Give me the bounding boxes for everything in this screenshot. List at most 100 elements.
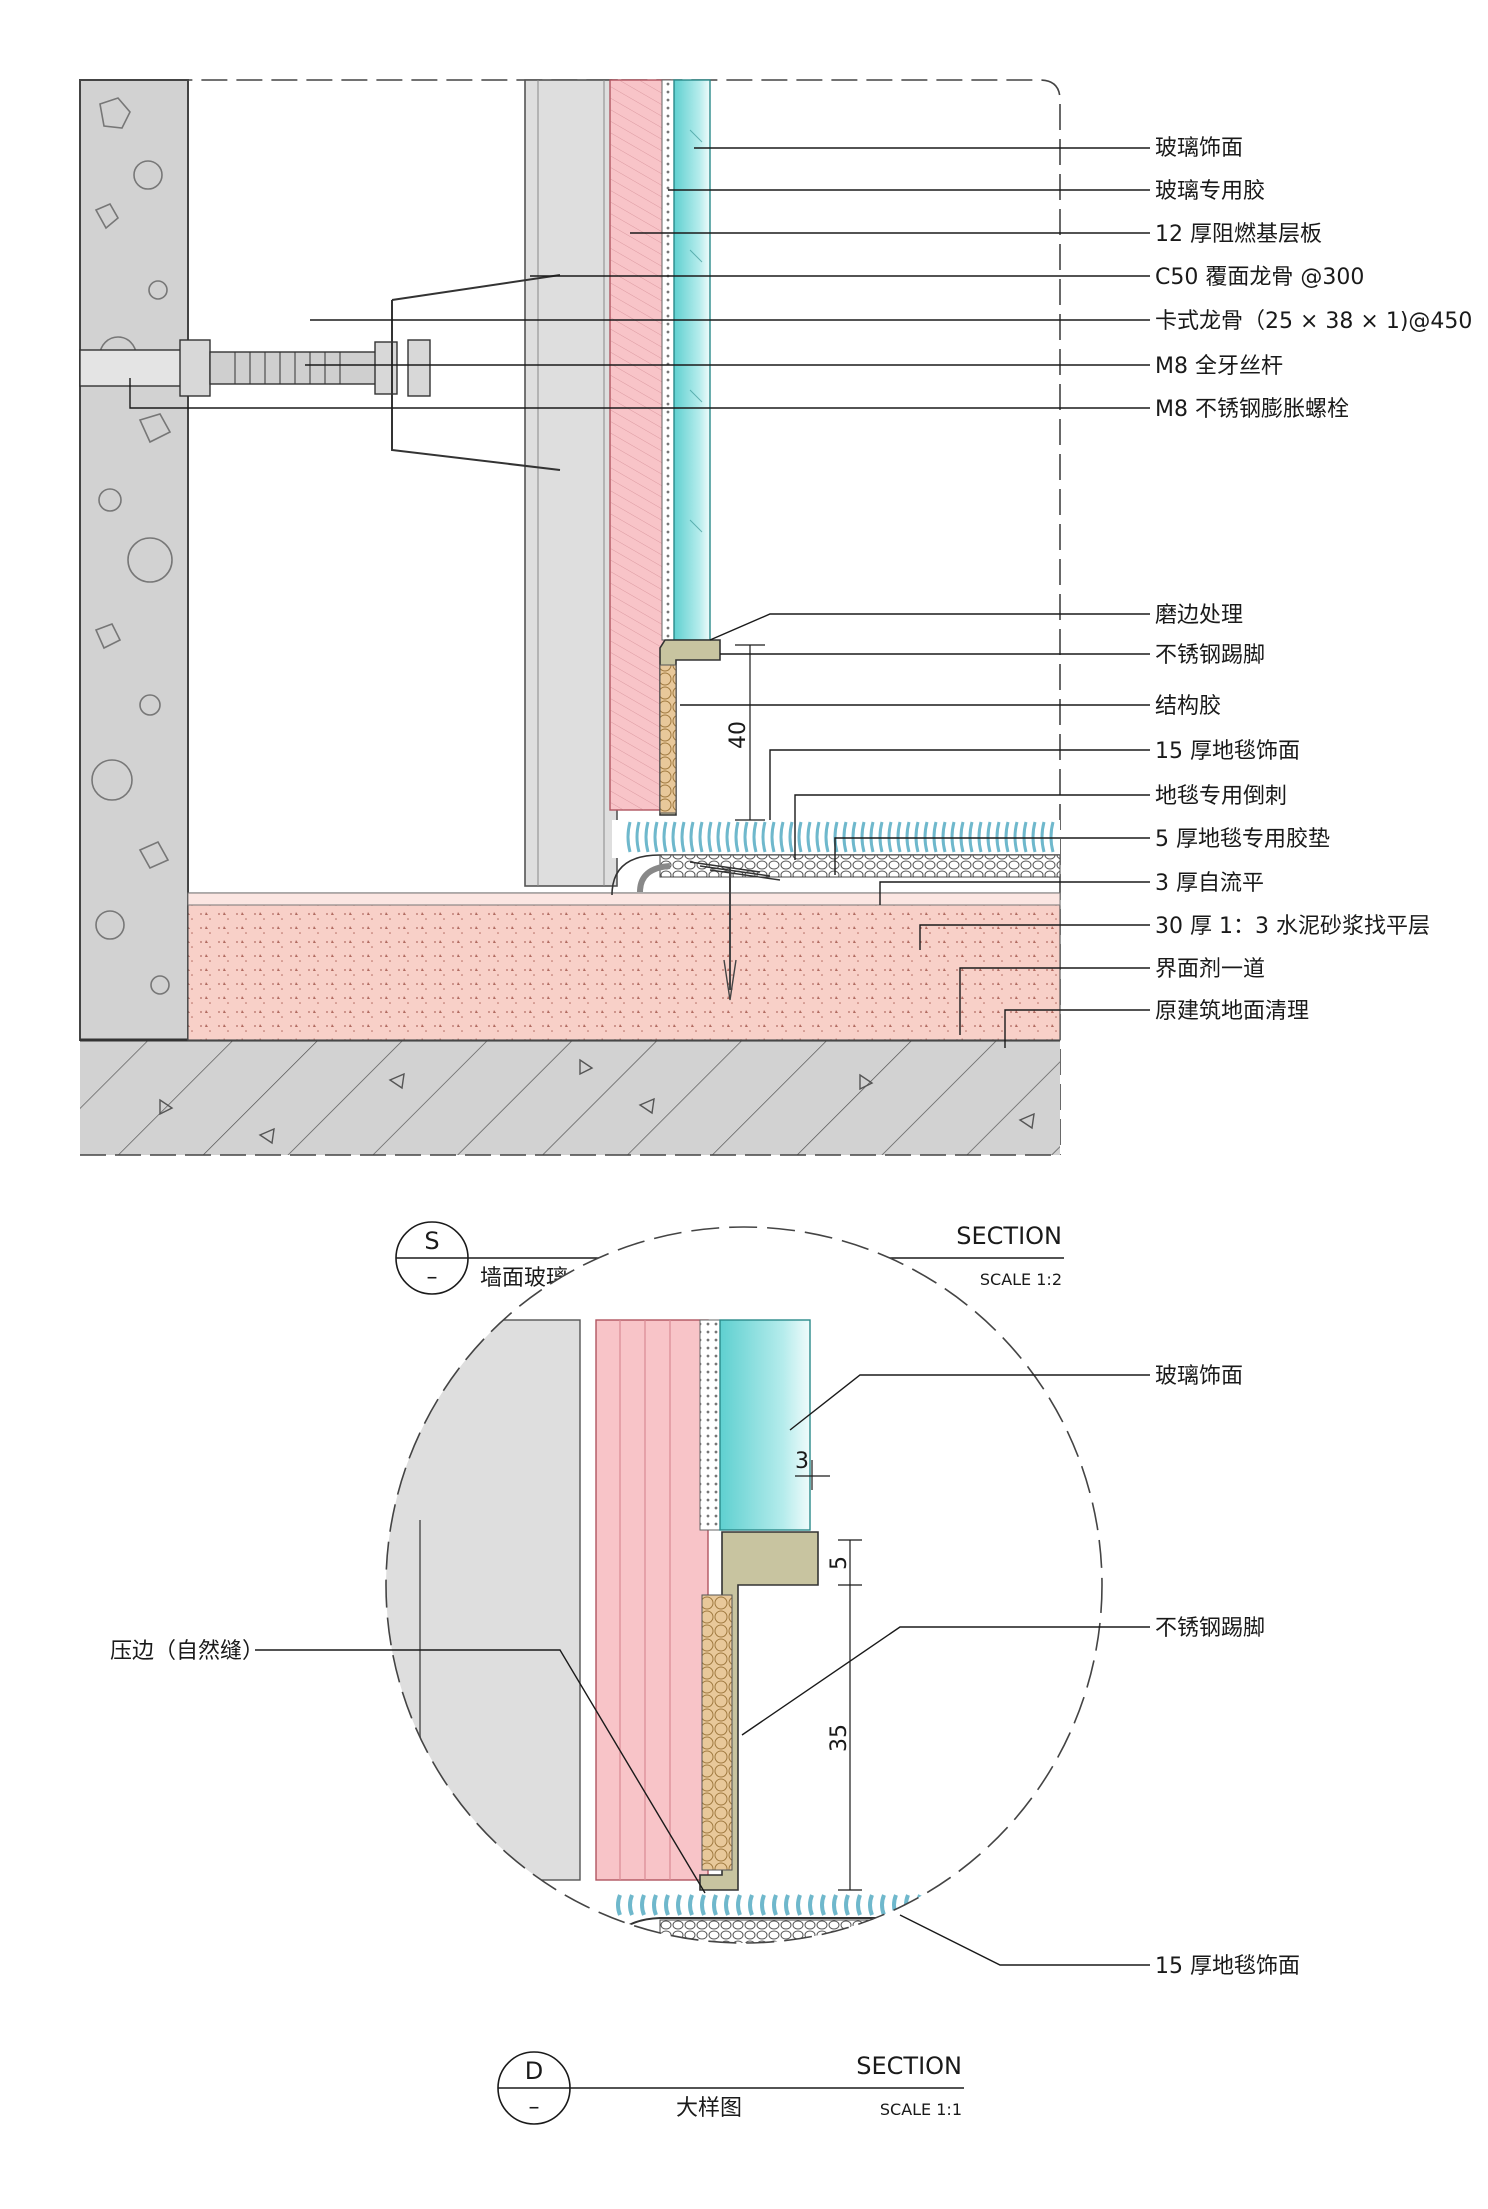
carpet-pile: [856, 1894, 862, 1916]
carpet-pile: [941, 821, 947, 853]
carpet-pile: [1110, 1895, 1112, 1915]
carpet-pile: [734, 821, 740, 853]
carpet-pile: [796, 1894, 802, 1916]
carpet-pile: [1049, 821, 1055, 853]
section-s-symbol-bottom: –: [427, 1265, 438, 1290]
carpet-pile: [986, 821, 992, 853]
carpet-pile: [995, 821, 1001, 853]
carpet-pile: [761, 821, 767, 853]
carpet-pile: [752, 821, 758, 853]
carpet-pile: [628, 1894, 634, 1916]
carpet-pile: [644, 821, 650, 853]
carpet-pile: [712, 1894, 718, 1916]
carpet-pile: [1084, 1894, 1090, 1916]
carpet-pile: [968, 821, 974, 853]
mortar-layer: [187, 892, 1061, 1041]
section-s-scale: SCALE 1:2: [980, 1270, 1062, 1289]
carpet-pile: [770, 821, 776, 853]
carpet-pile: [1096, 1894, 1102, 1916]
bolt-assembly: [79, 274, 561, 471]
carpet-pile: [842, 821, 848, 853]
concrete-wall: [79, 79, 189, 1041]
carpet-pile: [736, 1894, 742, 1916]
carpet-pile: [851, 821, 857, 853]
carpet-pile: [1048, 1894, 1054, 1916]
detail-label-steel-skirting: 不锈钢踢脚: [1155, 1616, 1265, 1641]
carpet-pile: [664, 1894, 670, 1916]
carpet-pile: [896, 821, 902, 853]
label-carpet-pad: 5 厚地毯专用胶垫: [1155, 827, 1330, 852]
carpet-pile: [788, 821, 794, 853]
carpet-pile: [976, 1894, 982, 1916]
carpet-pile: [662, 821, 668, 853]
carpet-pile: [820, 1894, 826, 1916]
carpet-pile: [700, 1894, 706, 1916]
carpet-pile: [676, 1894, 682, 1916]
carpet-pile: [760, 1894, 766, 1916]
label-m8-rod: M8 全牙丝杆: [1155, 354, 1283, 379]
label-carpet: 15 厚地毯饰面: [1155, 739, 1300, 764]
carpet-pile: [880, 1894, 886, 1916]
section-s-labels: 玻璃饰面 玻璃专用胶 12 厚阻燃基层板 C50 覆面龙骨 @300 卡式龙骨（…: [1155, 136, 1472, 1024]
detail-d-drawing: [385, 1226, 1112, 1944]
carpet-pile: [940, 1894, 946, 1916]
detail-label-carpet: 15 厚地毯饰面: [1155, 1954, 1300, 1979]
carpet-pile: [626, 821, 632, 853]
carpet-pile: [815, 821, 821, 853]
detail-dim-35: 35: [827, 1724, 852, 1752]
carpet-pile: [716, 821, 722, 853]
dimension-40-text: 40: [726, 721, 751, 749]
carpet-pile: [878, 821, 884, 853]
carpet-pile: [868, 1894, 874, 1916]
carpet-pile: [724, 1894, 730, 1916]
detail-d-title-block: D – 大样图 SECTION SCALE 1:1: [497, 2051, 964, 2125]
carpet-pile: [905, 821, 911, 853]
detail-d-type: SECTION: [856, 2052, 962, 2080]
carpet-pile: [784, 1894, 790, 1916]
structural-glue: [659, 664, 677, 814]
carpet-pile: [952, 1894, 958, 1916]
carpet-pile: [832, 1894, 838, 1916]
carpet-pile: [932, 821, 938, 853]
label-glass-adhesive: 玻璃专用胶: [1155, 179, 1265, 204]
label-steel-skirting: 不锈钢踢脚: [1155, 643, 1265, 668]
detail-d-dimensions: [795, 1460, 862, 1891]
carpet-pile: [653, 821, 659, 853]
carpet-pile: [824, 821, 830, 853]
glass-panel: [673, 79, 711, 641]
carpet-pile: [1013, 821, 1019, 853]
carpet-pile: [680, 821, 686, 853]
carpet-pile: [928, 1894, 934, 1916]
label-m8-bolt: M8 不锈钢膨胀螺栓: [1155, 397, 1349, 422]
carpet-pile: [988, 1894, 994, 1916]
section-s-drawing: [79, 79, 1061, 1156]
carpet-pile: [806, 821, 812, 853]
carpet-pile: [748, 1894, 754, 1916]
detail-d-scale: SCALE 1:1: [880, 2100, 962, 2119]
carpet-pile: [707, 821, 713, 853]
label-card-keel: 卡式龙骨（25 × 38 × 1)@450: [1155, 309, 1472, 334]
carpet-pile: [904, 1894, 910, 1916]
carpet-pile: [772, 1894, 778, 1916]
carpet-pile: [923, 821, 929, 853]
label-base-board: 12 厚阻燃基层板: [1155, 222, 1322, 247]
carpet-pile: [671, 821, 677, 853]
carpet-pile: [977, 821, 983, 853]
label-floor-cleaning: 原建筑地面清理: [1155, 999, 1309, 1024]
carpet-pile: [797, 821, 803, 853]
carpet-pile: [640, 1894, 646, 1916]
label-interface-agent: 界面剂一道: [1155, 957, 1265, 982]
carpet-pile: [1000, 1894, 1006, 1916]
carpet-pile: [808, 1894, 814, 1916]
carpet-pile: [635, 821, 641, 853]
carpet-pile: [914, 821, 920, 853]
detail-d-leaders: [255, 1374, 1150, 1966]
label-structural-glue: 结构胶: [1155, 694, 1221, 719]
detail-d-symbol-bottom: –: [529, 2095, 540, 2120]
carpet-pile: [1024, 1894, 1030, 1916]
detail-d-symbol-top: D: [525, 2057, 543, 2085]
carpet-pile: [725, 821, 731, 853]
self-leveling-layer: [187, 892, 1061, 906]
carpet-pile: [833, 821, 839, 853]
